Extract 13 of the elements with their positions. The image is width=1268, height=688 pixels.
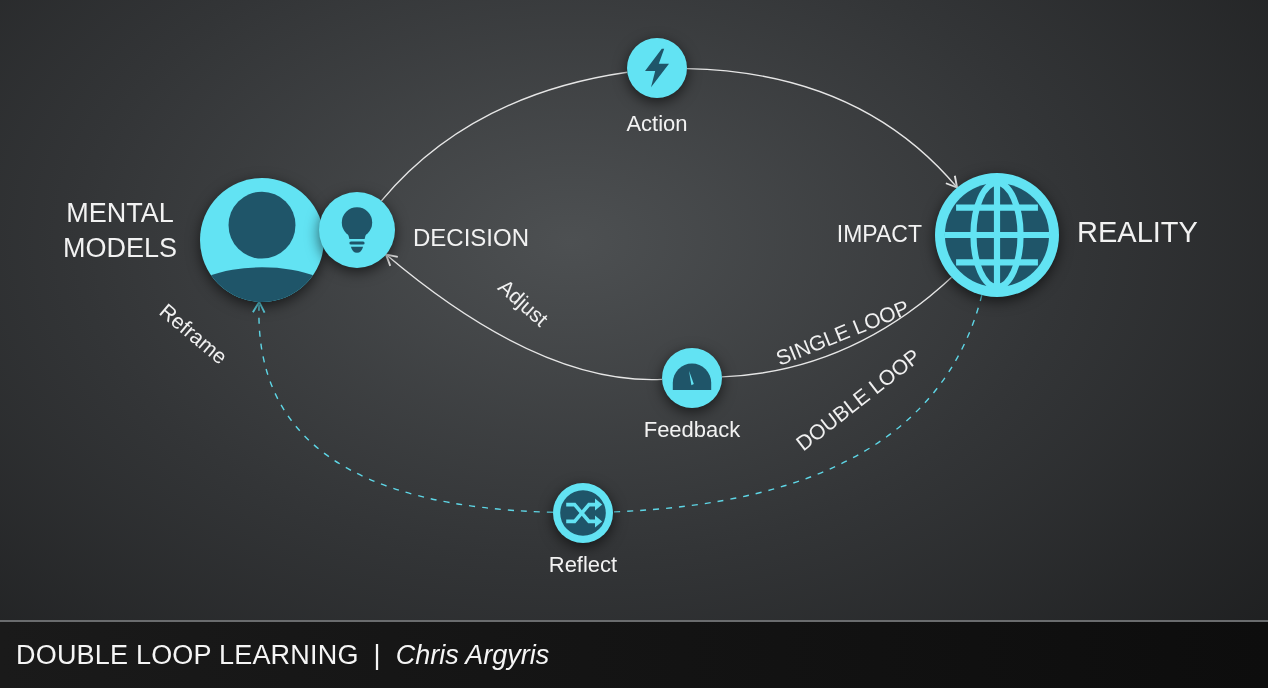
connector-line xyxy=(380,71,628,202)
arrow xyxy=(385,253,663,381)
node-label: REALITY xyxy=(1077,215,1199,250)
dashed-arrow xyxy=(252,301,554,513)
node-label: IMPACT xyxy=(835,220,922,249)
connector-line xyxy=(721,276,953,378)
title: DOUBLE LOOP LEARNING | Chris Argyris xyxy=(16,640,550,671)
node-label: Feedback xyxy=(642,416,742,444)
node-label: Reflect xyxy=(547,551,619,579)
node-label: DECISION xyxy=(413,223,530,253)
node-label: Action xyxy=(625,110,689,138)
node-label: MENTAL MODELS xyxy=(62,197,178,266)
arrow xyxy=(686,67,959,189)
